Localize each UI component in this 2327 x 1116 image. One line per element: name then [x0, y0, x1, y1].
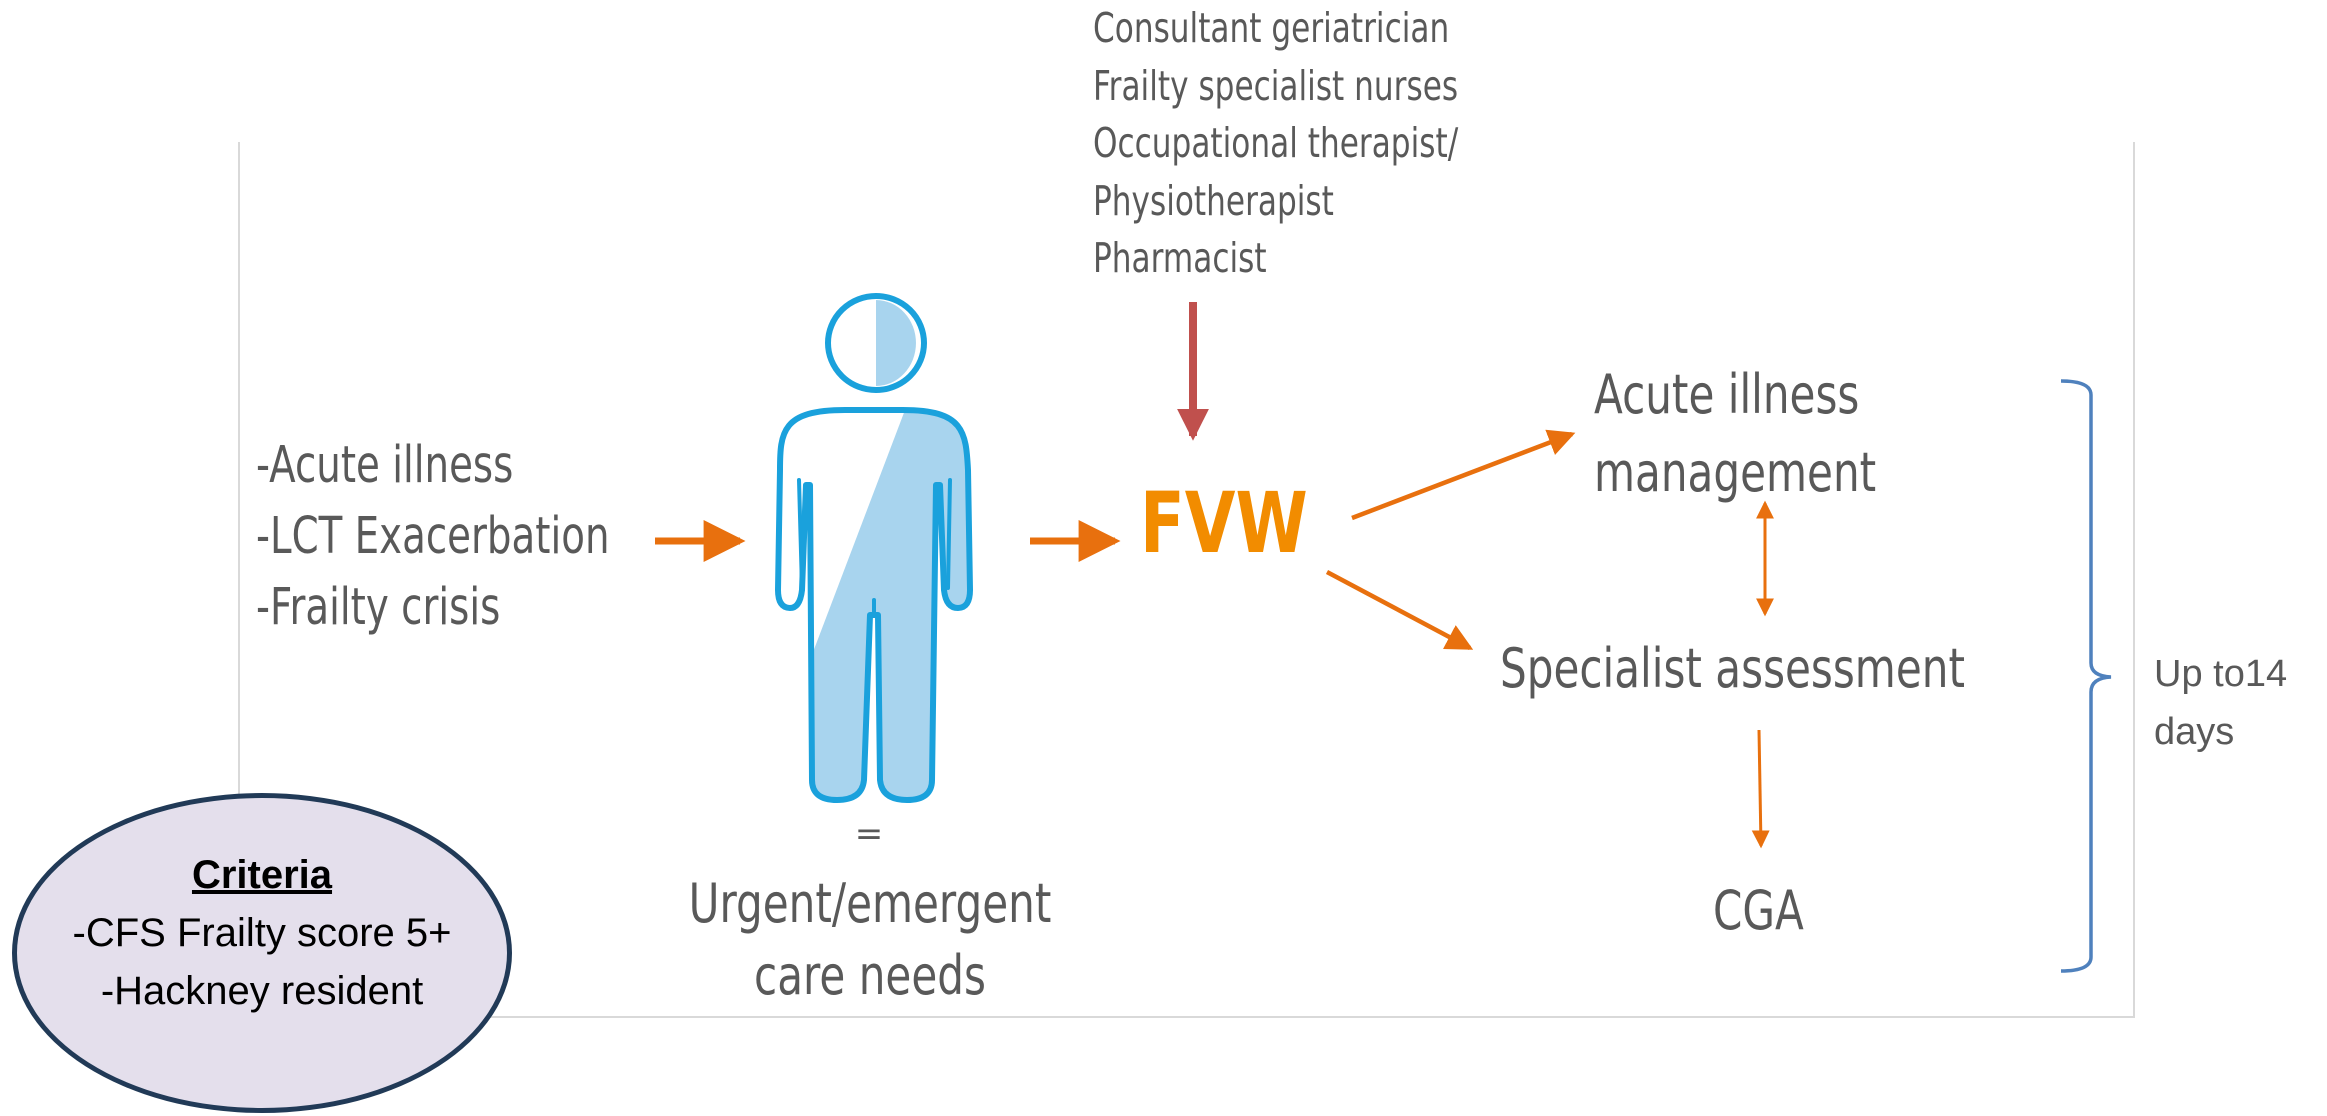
duration-line: Up to14	[2154, 653, 2288, 695]
staff-item: Consultant geriatrician	[1093, 4, 1450, 52]
care-needs-label: Urgent/emergent care needs	[659, 868, 1080, 1012]
equals-sign: =	[854, 814, 884, 854]
trigger-item: -Acute illness	[256, 436, 514, 495]
duration-bracket	[2060, 379, 2112, 973]
care-needs-line: Urgent/emergent	[688, 872, 1052, 935]
acute-label-line: management	[1594, 441, 1877, 504]
specialist-assessment-node: Specialist assessment	[1500, 637, 1965, 700]
fvw-to-acute-arrow	[1351, 429, 1576, 521]
specialist-to-cga-arrow	[1751, 729, 1770, 849]
staff-list: Consultant geriatrician Frailty speciali…	[1093, 0, 1458, 288]
fvw-to-specialist-arrow	[1325, 570, 1474, 650]
patient-icon	[775, 293, 973, 803]
acute-illness-management-node: Acute illness management	[1594, 356, 1876, 512]
diagram-frame	[238, 142, 2135, 1018]
trigger-item: -LCT Exacerbation	[256, 507, 610, 566]
staff-item: Occupational therapist/	[1093, 119, 1459, 167]
criteria-item: -Hackney resident	[100, 969, 424, 1013]
criteria-ellipse: Criteria -CFS Frailty score 5+ -Hackney …	[12, 793, 512, 1113]
duration-label: Up to14 days	[2154, 645, 2287, 761]
cga-node: CGA	[1713, 879, 1804, 942]
fvw-hub-label: FVW	[1140, 474, 1308, 572]
acute-label-line: Acute illness	[1594, 363, 1860, 426]
staff-item: Pharmacist	[1093, 234, 1267, 282]
criteria-title: Criteria	[191, 853, 333, 897]
criteria-item: -CFS Frailty score 5+	[72, 911, 452, 955]
duration-line: days	[2154, 711, 2235, 753]
trigger-item: -Frailty crisis	[256, 578, 501, 637]
trigger-list: -Acute illness -LCT Exacerbation -Frailt…	[256, 430, 610, 643]
staff-item: Frailty specialist nurses	[1093, 61, 1459, 110]
care-needs-line: care needs	[754, 944, 986, 1007]
staff-item: Physiotherapist	[1093, 176, 1334, 225]
